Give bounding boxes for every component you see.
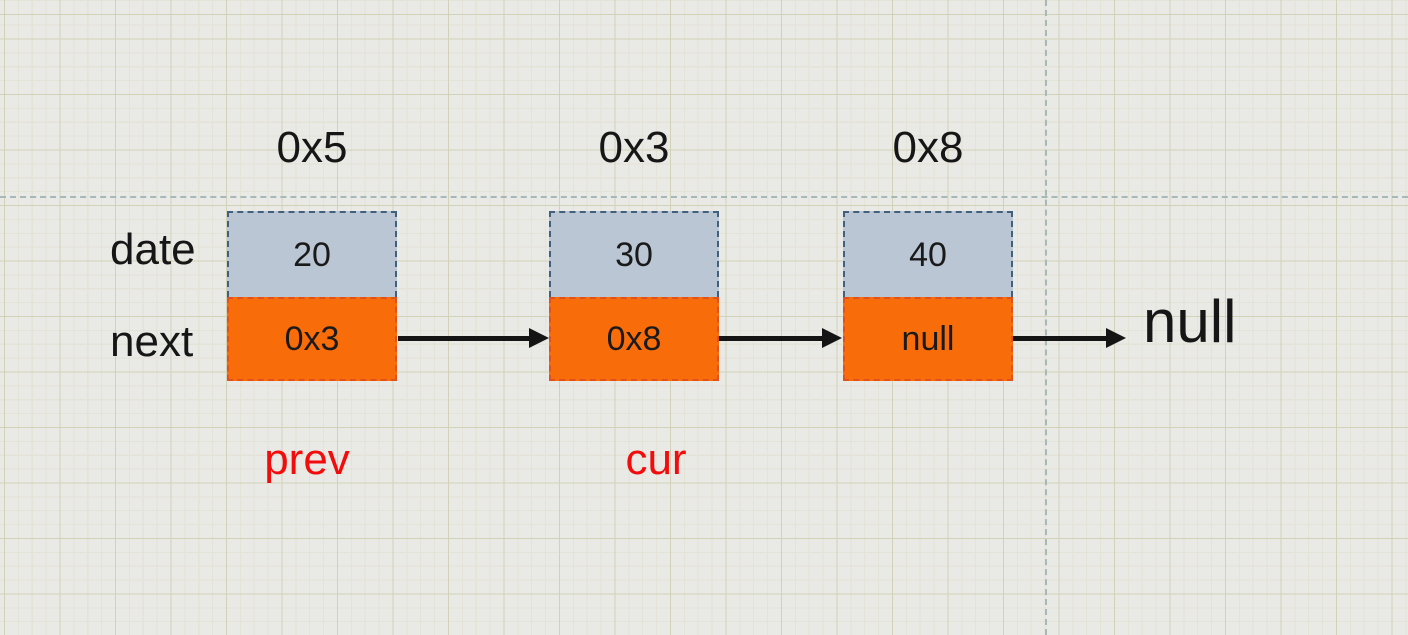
node-address-label[interactable]: 0x8 — [892, 123, 964, 172]
node-next-cell[interactable]: 0x8 — [549, 297, 719, 381]
list-node-3[interactable]: 0x8 40 null — [843, 125, 1013, 381]
arrow-head-icon — [529, 328, 549, 348]
tail-null-label[interactable]: null — [1143, 288, 1237, 355]
next-pointer-arrow-3[interactable] — [1013, 328, 1126, 348]
node-address-label[interactable]: 0x5 — [276, 123, 348, 172]
list-node-2[interactable]: 0x3 30 0x8 — [549, 125, 719, 381]
node-next-value: 0x3 — [284, 319, 340, 358]
arrow-head-icon — [1106, 328, 1126, 348]
node-data-value: 20 — [293, 235, 331, 274]
row-label-next[interactable]: next — [110, 317, 194, 366]
next-pointer-arrow-1[interactable] — [398, 328, 549, 348]
arrow-shaft — [1013, 335, 1106, 341]
node-next-cell[interactable]: 0x3 — [227, 297, 397, 381]
node-data-cell[interactable]: 20 — [227, 211, 397, 297]
node-data-cell[interactable]: 40 — [843, 211, 1013, 297]
arrow-head-icon — [822, 328, 842, 348]
arrow-shaft — [398, 335, 529, 341]
list-node-1[interactable]: 0x5 20 0x3 — [227, 125, 397, 381]
node-data-cell[interactable]: 30 — [549, 211, 719, 297]
node-data-value: 40 — [909, 235, 947, 274]
node-next-value: null — [901, 319, 955, 358]
horizontal-guide-line — [0, 196, 1408, 198]
node-next-value: 0x8 — [606, 319, 662, 358]
next-pointer-arrow-2[interactable] — [719, 328, 842, 348]
cur-pointer-label[interactable]: cur — [625, 435, 687, 484]
row-label-date[interactable]: date — [110, 225, 196, 274]
arrow-shaft — [719, 335, 822, 341]
node-address-label[interactable]: 0x3 — [598, 123, 670, 172]
node-next-cell[interactable]: null — [843, 297, 1013, 381]
node-data-value: 30 — [615, 235, 653, 274]
vertical-guide-line — [1045, 0, 1047, 635]
prev-pointer-label[interactable]: prev — [264, 435, 350, 484]
